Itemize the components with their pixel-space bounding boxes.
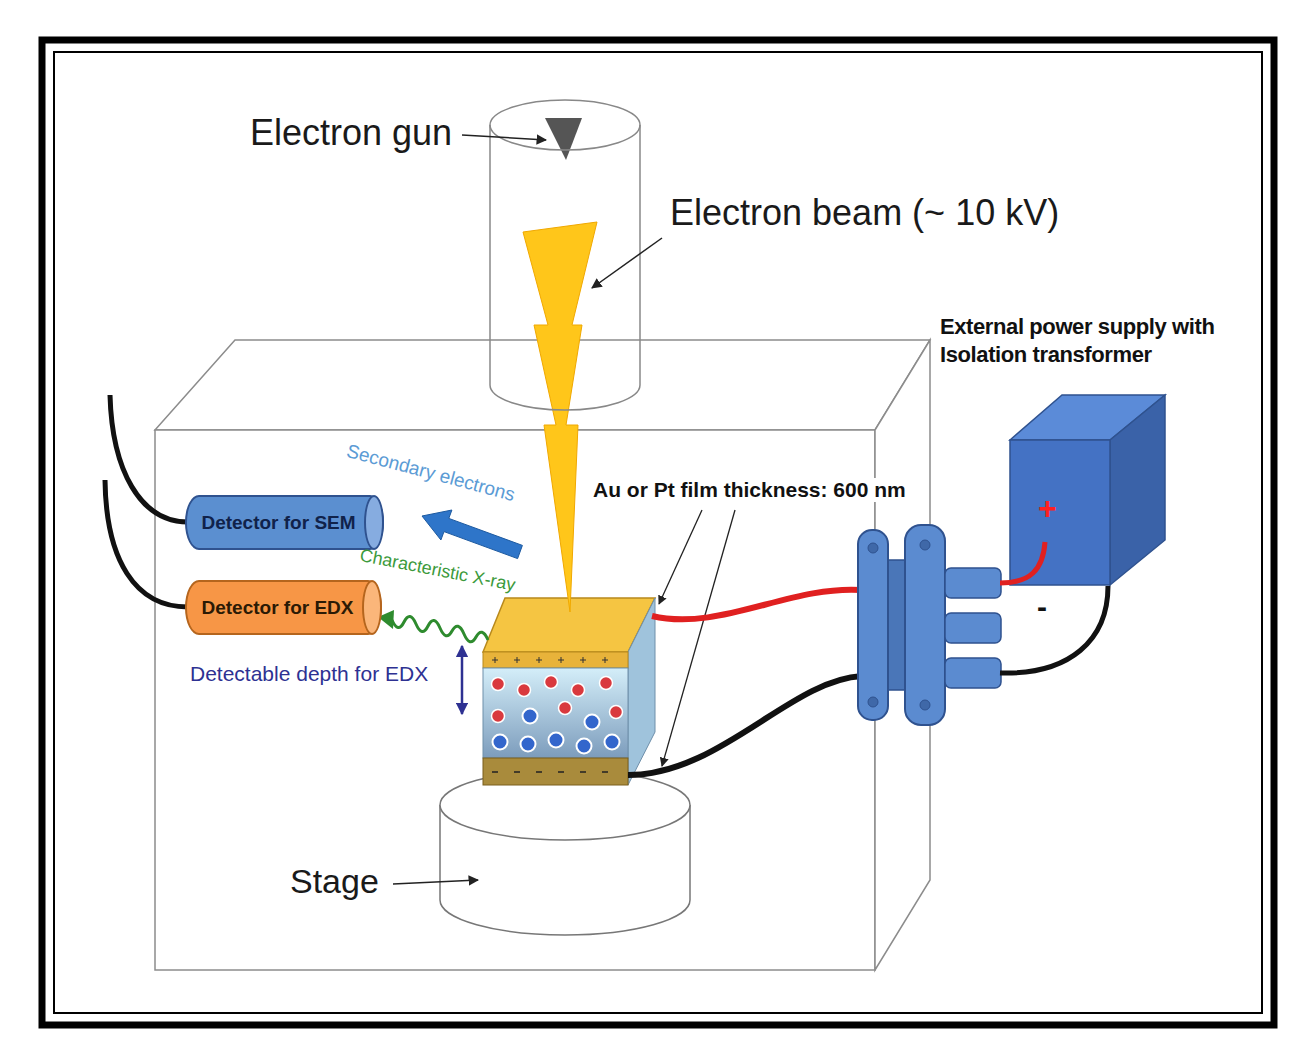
leader-arrow [462, 135, 546, 140]
node-text: Detector for SEM [201, 512, 355, 534]
node-text: Detector for EDX [201, 597, 353, 619]
cation [518, 684, 531, 697]
detector-cable [105, 480, 188, 607]
dimension-label: Au or Pt film thickness: 600 nm [590, 478, 909, 502]
negative-wire [628, 676, 862, 775]
bottom-electrode [483, 758, 628, 785]
part-label: Electron beam (~ 10 kV) [670, 192, 1059, 233]
anion [493, 735, 508, 750]
anion [523, 709, 538, 724]
edx-detector: Detector for EDX [185, 580, 382, 635]
feedthrough-connector [945, 658, 1001, 688]
cylinder-end [362, 580, 382, 635]
positive-wire [652, 590, 862, 620]
chamber-front [155, 430, 875, 970]
x-ray-wave [392, 616, 488, 641]
detector-cable [110, 395, 188, 522]
charge-marks [492, 657, 608, 663]
cation [545, 676, 558, 689]
leader-arrow [393, 880, 478, 884]
flange-plate [905, 525, 945, 725]
bolt [868, 543, 878, 553]
gun-cylinder-side [489, 125, 491, 385]
electrolyte-layer [483, 668, 628, 758]
secondary-electron-arrow [422, 510, 522, 559]
polarity-sign: + [1038, 490, 1057, 527]
flange-bolts [868, 540, 930, 710]
cation [572, 684, 585, 697]
negative-wire [1000, 586, 1108, 673]
cylinder-end [364, 495, 384, 550]
gun-cylinder-bottom [490, 385, 640, 410]
polarity-sign: - [1037, 590, 1047, 625]
leader-arrow [659, 510, 702, 604]
sample-side [628, 598, 655, 785]
bolt [920, 700, 930, 710]
cation [600, 677, 613, 690]
sem-detector: Detector for SEM [185, 495, 384, 550]
cation [610, 706, 623, 719]
leader-arrow [592, 238, 662, 288]
part-label: Electron gun [250, 112, 452, 153]
depth-arrow [461, 646, 464, 714]
gun-cylinder-top [490, 100, 640, 150]
power-supply-side [1110, 395, 1165, 585]
gun-cathode [545, 118, 582, 160]
note-label: Detectable depth for EDX [190, 662, 428, 686]
anion [521, 737, 536, 752]
anion [605, 735, 620, 750]
cation [492, 678, 505, 691]
feedthrough-connector [945, 613, 1001, 643]
bolt [868, 697, 878, 707]
charge-marks [492, 771, 608, 773]
cation [492, 710, 505, 723]
flange-plate [858, 530, 888, 720]
part-label: Stage [290, 862, 379, 901]
anions [493, 709, 620, 754]
electron-beam [523, 222, 597, 612]
power-supply-front [1010, 440, 1110, 585]
positive-wire [1000, 542, 1045, 583]
feedthrough-connector [945, 568, 1001, 598]
leader-arrow [662, 510, 735, 766]
power-supply: External power supply with Isolation tra… [1010, 440, 1110, 585]
power-supply-heading: External power supply with Isolation tra… [940, 313, 1250, 370]
inner-frame [54, 52, 1262, 1013]
anion [585, 715, 600, 730]
top-electrode [483, 652, 628, 668]
anion [549, 733, 564, 748]
cation [559, 702, 572, 715]
bolt [920, 540, 930, 550]
outer-frame [42, 40, 1274, 1025]
cations [492, 676, 623, 723]
anion [577, 739, 592, 754]
